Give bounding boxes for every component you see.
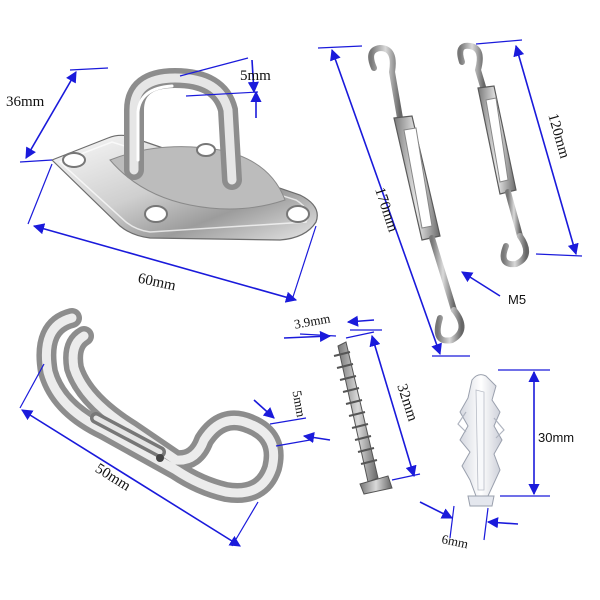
pad-eye-wire-label: 5mm	[240, 68, 271, 84]
screw-length-label: 32mm	[393, 382, 420, 424]
snap-hook-wire-label: 5mm	[290, 389, 309, 418]
pad-eye-length-label: 60mm	[136, 271, 177, 295]
turnbuckle-long-dimensions: 170mm M5	[317, 45, 526, 357]
snap-hook	[36, 308, 284, 503]
screw	[333, 341, 393, 495]
anchor-dimensions: 30mm 6mm	[419, 369, 574, 551]
turnbuckle-thread-label: M5	[508, 292, 526, 307]
pad-eye-plate	[50, 67, 318, 241]
anchor-length-label: 30mm	[538, 430, 574, 445]
anchor-diameter-label: 6mm	[440, 531, 469, 551]
screw-diameter-label: 3.9mm	[293, 311, 332, 332]
pad-eye-dimensions: 36mm 5mm 60mm	[6, 57, 317, 303]
turnbuckle-short	[457, 42, 529, 268]
pad-eye-width-label: 36mm	[6, 94, 45, 110]
turnbuckle-long-label: 170mm	[371, 186, 400, 235]
wall-anchor	[457, 374, 505, 507]
turnbuckle-short-label: 120mm	[544, 112, 572, 161]
